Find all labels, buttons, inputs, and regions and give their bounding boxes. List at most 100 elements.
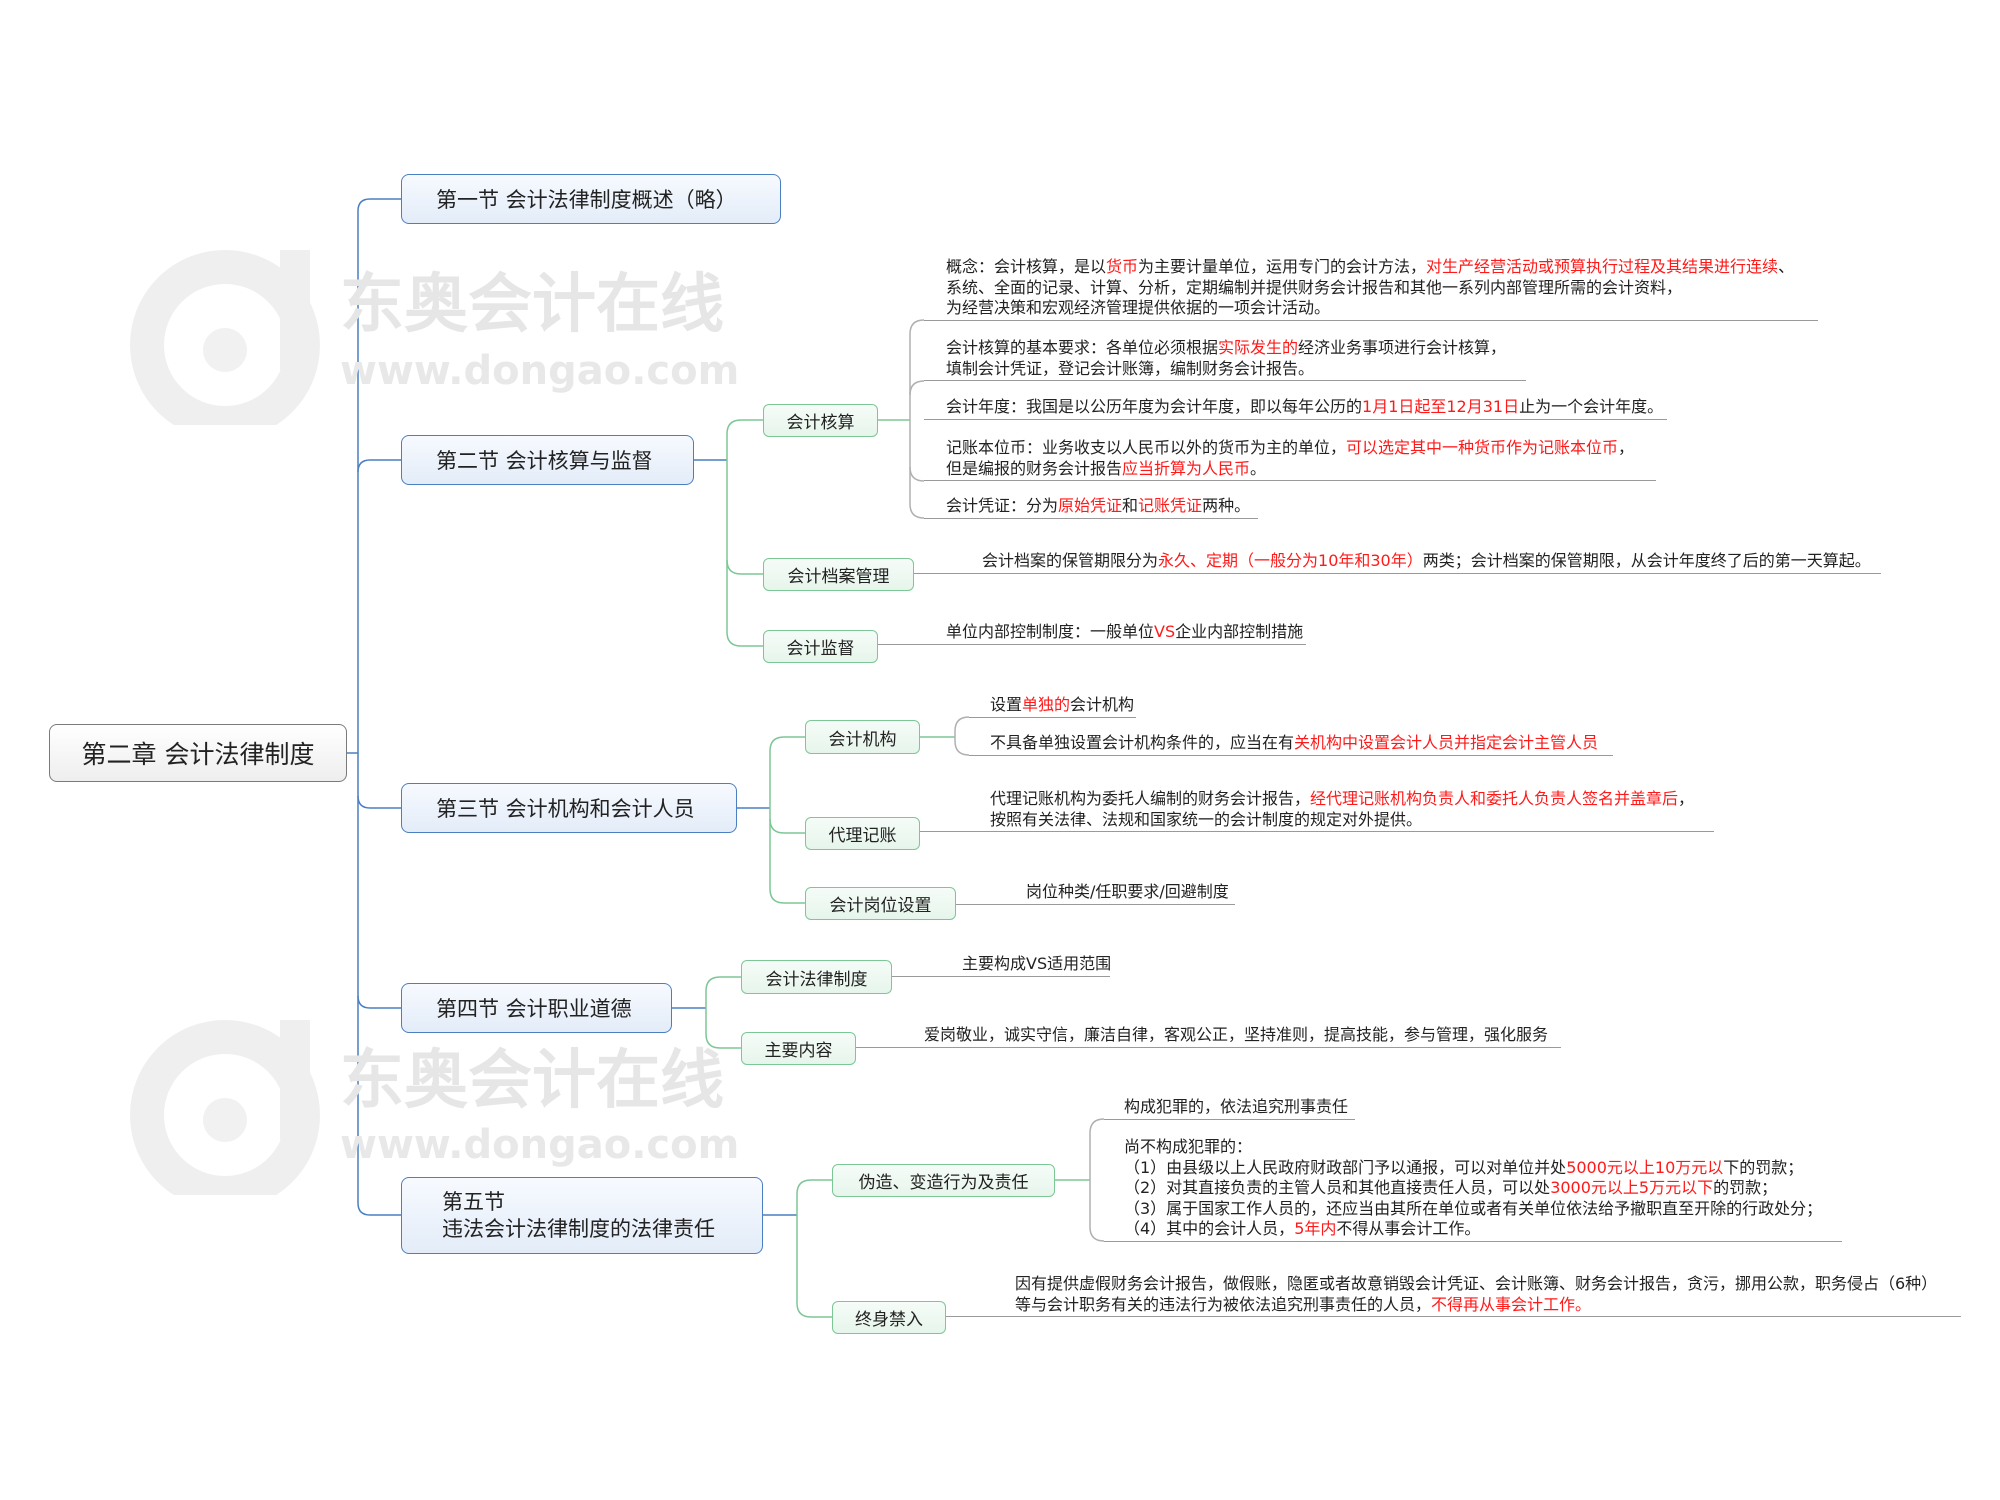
- watermark-url: www.dongao.com: [340, 1122, 740, 1168]
- leaf-agent[interactable]: 代理记账机构为委托人编制的财务会计报告，经代理记账机构负责人和委托人负责人签名并…: [920, 789, 1714, 832]
- leaf-line: 会计档案的保管期限分为永久、定期（一般分为10年和30年）两类；会计档案的保管期…: [982, 551, 1881, 572]
- leaf-text: 会计机构: [1070, 695, 1135, 714]
- watermark-url: www.dongao.com: [340, 348, 740, 394]
- leaf-text: ，: [1678, 789, 1695, 808]
- highlighted-text: 关机构中设置会计人员并指定会计主管人员: [1294, 733, 1599, 752]
- leaf-text: 不得从事会计工作。: [1336, 1219, 1481, 1238]
- leaf-line: 构成犯罪的，依法追究刑事责任: [1124, 1097, 1355, 1118]
- section-label: 第三节 会计机构和会计人员: [436, 797, 695, 821]
- leaf-text: 会计档案的保管期限分为: [982, 551, 1159, 570]
- subtopic-agent[interactable]: 代理记账: [805, 817, 920, 850]
- leaf-line: 会计凭证：分为原始凭证和记账凭证两种。: [946, 496, 1258, 517]
- leaf-accounting-year[interactable]: 会计年度：我国是以公历年度为会计年度，即以每年公历的1月1日起至12月31日止为…: [924, 397, 1667, 420]
- highlighted-text: 应当折算为人民币: [1122, 458, 1251, 478]
- subtopic-label: 会计档案管理: [787, 567, 890, 587]
- leaf-text: 两类；会计档案的保管期限，从会计年度终了后的第一天算起。: [1422, 551, 1871, 570]
- leaf-line: 尚不构成犯罪的：: [1124, 1137, 1842, 1158]
- subtopic-post[interactable]: 会计岗位设置: [805, 887, 956, 920]
- watermark-logo-icon: [130, 250, 320, 425]
- subtopic-label: 会计法律制度: [765, 969, 868, 990]
- section-connectors: [705, 419, 1090, 1318]
- leaf-text: 主要构成VS适用范围: [962, 954, 1112, 973]
- leaf-line: 设置单独的会计机构: [990, 695, 1136, 716]
- highlighted-text: 不得再从事会计工作。: [1431, 1294, 1592, 1314]
- leaf-post[interactable]: 岗位种类/任职要求/回避制度: [956, 882, 1235, 905]
- section-label: 第一节 会计法律制度概述（略）: [436, 188, 737, 212]
- section-node-1[interactable]: 第一节 会计法律制度概述（略）: [401, 174, 781, 224]
- leaf-vouchers[interactable]: 会计凭证：分为原始凭证和记账凭证两种。: [924, 496, 1258, 519]
- subtopic-content[interactable]: 主要内容: [741, 1032, 856, 1065]
- leaf-line: 会计年度：我国是以公历年度为会计年度，即以每年公历的1月1日起至12月31日止为…: [946, 397, 1667, 418]
- leaf-accounting-concept[interactable]: 概念：会计核算，是以货币为主要计量单位，运用专门的会计方法，对生产经营活动或预算…: [924, 257, 1818, 321]
- section-node-3[interactable]: 第三节 会计机构和会计人员: [401, 783, 737, 833]
- leaf-text: 构成犯罪的，依法追究刑事责任: [1124, 1097, 1349, 1116]
- leaf-line: 记账本位币：业务收支以人民币以外的货币为主的单位，可以选定其中一种货币作为记账本…: [946, 438, 1656, 459]
- root-node[interactable]: 第二章 会计法律制度: [49, 724, 347, 782]
- subtopic-forge[interactable]: 伪造、变造行为及责任: [832, 1164, 1055, 1197]
- subtopic-label: 代理记账: [828, 826, 897, 846]
- subtopic-ban[interactable]: 终身禁入: [832, 1301, 946, 1334]
- section-node-5[interactable]: 第五节 违法会计法律制度的法律责任: [401, 1177, 763, 1254]
- leaf-text: 会计凭证：分为: [946, 496, 1059, 515]
- highlighted-text: 5000元以上10万元以: [1566, 1157, 1724, 1177]
- leaf-bookkeeping-currency[interactable]: 记账本位币：业务收支以人民币以外的货币为主的单位，可以选定其中一种货币作为记账本…: [924, 438, 1656, 481]
- section-node-2[interactable]: 第二节 会计核算与监督: [401, 435, 694, 485]
- leaf-text: 。: [1250, 458, 1267, 478]
- leaf-content[interactable]: 爱岗敬业，诚实守信，廉洁自律，客观公正，坚持准则，提高技能，参与管理，强化服务: [856, 1025, 1561, 1048]
- highlighted-text: 3000元以上5万元以下: [1550, 1178, 1714, 1197]
- leaf-line: （1）由县级以上人民政府财政部门予以通报，可以对单位并处5000元以上10万元以…: [1124, 1158, 1842, 1179]
- watermark-title: 东奥会计在线: [340, 268, 724, 342]
- leaf-text: 为经营决策和宏观经济管理提供依据的一项会计活动。: [946, 298, 1331, 317]
- leaf-text: 企业内部控制措施: [1175, 622, 1304, 641]
- leaf-text: 会计年度：我国是以公历年度为会计年度，即以每年公历的: [946, 397, 1363, 416]
- highlighted-text: 实际发生的: [1218, 338, 1299, 357]
- section-label-line1: 第五节: [442, 1189, 505, 1214]
- leaf-line: 按照有关法律、法规和国家统一的会计制度的规定对外提供。: [990, 810, 1714, 831]
- leaf-text: 下的罚款；: [1723, 1157, 1804, 1177]
- leaf-org-alternative[interactable]: 不具备单独设置会计机构条件的，应当在有关机构中设置会计人员并指定会计主管人员: [969, 733, 1613, 756]
- section-node-4[interactable]: 第四节 会计职业道德: [401, 983, 672, 1033]
- leaf-text: 两种。: [1202, 496, 1251, 515]
- leaf-line: （2）对其直接负责的主管人员和其他直接责任人员，可以处3000元以上5万元以下的…: [1124, 1178, 1842, 1199]
- leaf-text: 经济业务事项进行会计核算，: [1298, 338, 1507, 357]
- leaf-line: 等与会计职务有关的违法行为被依法追究刑事责任的人员，不得再从事会计工作。: [1015, 1295, 1961, 1316]
- leaf-text: ，: [1618, 438, 1635, 457]
- subtopic-accounting[interactable]: 会计核算: [763, 404, 878, 437]
- leaf-archive[interactable]: 会计档案的保管期限分为永久、定期（一般分为10年和30年）两类；会计档案的保管期…: [914, 551, 1881, 574]
- leaf-line: 填制会计凭证，登记会计账簿，编制财务会计报告。: [946, 359, 1526, 380]
- leaf-text: 会计核算的基本要求：各单位必须根据: [946, 338, 1219, 357]
- root-node-label: 第二章 会计法律制度: [81, 740, 315, 769]
- leaf-text: 按照有关法律、法规和国家统一的会计制度的规定对外提供。: [990, 809, 1423, 829]
- leaf-law[interactable]: 主要构成VS适用范围: [892, 954, 1112, 977]
- leaf-text: 止为一个会计年度。: [1519, 397, 1664, 416]
- leaf-text: 等与会计职务有关的违法行为被依法追究刑事责任的人员，: [1015, 1294, 1432, 1314]
- leaf-line: 概念：会计核算，是以货币为主要计量单位，运用专门的会计方法，对生产经营活动或预算…: [946, 257, 1818, 278]
- leaf-line: 主要构成VS适用范围: [962, 954, 1112, 975]
- watermark-title: 东奥会计在线: [340, 1044, 724, 1118]
- highlighted-text: 单独的: [1022, 695, 1071, 714]
- leaf-text: 不具备单独设置会计机构条件的，应当在有: [990, 733, 1295, 752]
- leaf-accounting-requirements[interactable]: 会计核算的基本要求：各单位必须根据实际发生的经济业务事项进行会计核算， 填制会计凭…: [924, 338, 1526, 381]
- leaf-forge-noncrime[interactable]: 尚不构成犯罪的： （1）由县级以上人民政府财政部门予以通报，可以对单位并处500…: [1104, 1137, 1842, 1242]
- leaf-org-separate[interactable]: 设置单独的会计机构: [969, 695, 1136, 718]
- leaf-ban[interactable]: 因有提供虚假财务会计报告，做假账，隐匿或者故意销毁会计凭证、会计账簿、财务会计报…: [946, 1274, 1961, 1317]
- leaf-text: （1）由县级以上人民政府财政部门予以通报，可以对单位并处: [1124, 1157, 1567, 1177]
- leaf-supervision[interactable]: 单位内部控制制度：一般单位VS企业内部控制措施: [878, 622, 1306, 645]
- highlighted-text: 可以选定其中一种货币作为记账本位币: [1346, 438, 1619, 457]
- subtopic-label: 会计岗位设置: [829, 896, 932, 916]
- highlighted-text: 对生产经营活动或预算执行过程及其结果进行连续: [1426, 257, 1779, 276]
- highlighted-text: 记账凭证: [1138, 496, 1203, 515]
- leaf-line: 爱岗敬业，诚实守信，廉洁自律，客观公正，坚持准则，提高技能，参与管理，强化服务: [924, 1025, 1561, 1046]
- subtopic-supervision[interactable]: 会计监督: [763, 630, 878, 663]
- highlighted-text: 1月1日起至12月31日: [1362, 397, 1520, 416]
- subtopic-archive[interactable]: 会计档案管理: [763, 558, 914, 591]
- subtopic-org[interactable]: 会计机构: [805, 720, 920, 754]
- watermark-logo-icon: [130, 1020, 320, 1195]
- section-label: 第二节 会计核算与监督: [436, 449, 653, 473]
- leaf-forge-crime[interactable]: 构成犯罪的，依法追究刑事责任: [1104, 1097, 1355, 1120]
- highlighted-text: 经代理记账机构负责人和委托人负责人签名并盖章后: [1310, 789, 1679, 808]
- leaf-text: 的罚款；: [1713, 1178, 1778, 1197]
- subtopic-law[interactable]: 会计法律制度: [741, 960, 892, 994]
- leaf-text: 、: [1778, 257, 1795, 276]
